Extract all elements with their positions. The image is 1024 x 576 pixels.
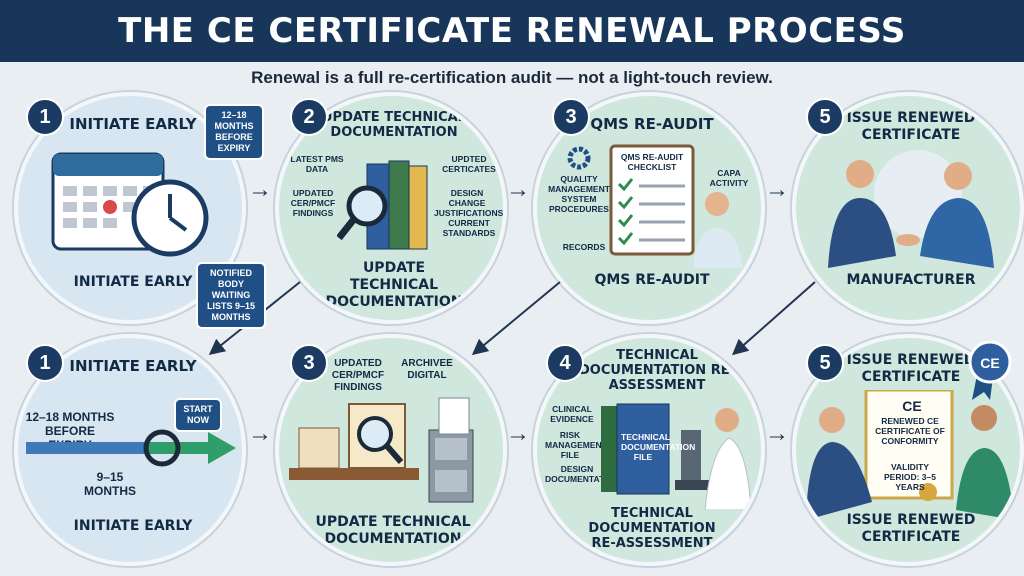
ce-mark: CE <box>902 398 922 414</box>
step-bottom-label: UPDATE TECHNICAL DOCUMENTATION <box>325 260 463 310</box>
qms-label: QUALITY MANAGEMENT SYSTEM PROCEDURES <box>548 174 610 214</box>
doc-label: DESIGN CHANGE JUSTIFICATIONS <box>434 188 504 218</box>
step-bottom-label: MANUFACTURER <box>846 272 976 288</box>
qms-label: RECORDS <box>562 242 606 252</box>
flow-arrow: → <box>765 176 789 203</box>
flow-arrow: → <box>506 420 530 447</box>
subtitle: Renewal is a full re-certification audit… <box>251 68 773 87</box>
certificate-text: RENEWED CE CERTIFICATE OF CONFORMITY <box>875 416 945 446</box>
binders-microscope-icon <box>601 403 751 510</box>
step-title: INITIATE EARLY <box>69 357 197 375</box>
step-title: UPDATE TECHNICAL DOCUMENTATION <box>322 110 466 140</box>
callout-notified-body: NOTIFIED BODY WAITING LISTS 9–15 MONTHS <box>196 262 266 329</box>
step-title: UPDATED CER/PMCF FINDINGS <box>331 358 385 393</box>
binders-icon <box>337 160 428 250</box>
timeline-label: 9–15 MONTHS <box>84 470 136 498</box>
step-number: 3 <box>552 98 590 136</box>
qms-label: CAPA ACTIVITY <box>709 168 749 188</box>
step-title: TECHNICAL DOCUMENTATION RE-ASSESSMENT <box>579 348 735 393</box>
step-title: ISSUE RENEWED CERTIFICATE <box>846 110 976 143</box>
flow-arrow: → <box>248 176 272 203</box>
flow-arrow: → <box>506 176 530 203</box>
certificate-validity: VALIDITY PERIOD: 3–5 YEARS <box>884 462 936 492</box>
page-title: THE CE CERTIFICATE RENEWAL PROCESS <box>118 11 906 51</box>
step-number: 3 <box>290 344 328 382</box>
checklist-title: QMS RE-AUDIT CHECKLIST <box>620 152 684 172</box>
flow-arrow: → <box>765 420 789 447</box>
step-title: QMS RE-AUDIT <box>590 115 714 133</box>
doc-label: LATEST PMS DATA <box>290 154 344 174</box>
step-number: 5 <box>806 344 844 382</box>
doc-label: CURRENT STANDARDS <box>442 218 496 238</box>
flow-arrow: → <box>248 420 272 447</box>
step-title: ISSUE RENEWED CERTIFICATE <box>846 352 976 385</box>
binder-label: TECHNICAL DOCUMENTATION FILE <box>621 432 696 462</box>
step-number: 5 <box>806 98 844 136</box>
step-bottom-label: TECHNICAL DOCUMENTATION RE-ASSESSMENT <box>588 506 716 551</box>
reassessment-label: DESIGN DOCUMENTATION <box>545 464 620 484</box>
gear-icon <box>567 146 591 170</box>
svg-text:CE: CE <box>980 355 999 371</box>
doc-label: UPDATED CER/PMCF FINDINGS <box>290 188 336 218</box>
clock-icon <box>131 179 209 257</box>
certificate-handshake-icon <box>806 390 1014 520</box>
step-number: 2 <box>290 98 328 136</box>
callout-12-18-months: 12–18 MONTHS BEFORE EXPIRY <box>204 104 264 160</box>
reassessment-label: RISK MANAGEMENT FILE <box>545 430 607 460</box>
step-bottom-label: INITIATE EARLY <box>73 274 193 290</box>
start-now-badge: START NOW <box>174 398 222 432</box>
auditor-person-icon <box>693 192 743 268</box>
ce-badge-icon: CE <box>968 340 1012 400</box>
step-bottom-label: QMS RE-AUDIT <box>594 272 710 288</box>
handshake-people-icon <box>828 150 994 268</box>
step-number: 4 <box>546 344 584 382</box>
step-title-2: ARCHIVEE DIGITAL <box>401 358 453 381</box>
step-bottom-label: ISSUE RENEWED CERTIFICATE <box>846 512 976 545</box>
header-banner: THE CE CERTIFICATE RENEWAL PROCESS <box>0 0 1024 62</box>
doc-label: UPDTED CERTICATES <box>442 154 496 174</box>
step-bottom-label: INITIATE EARLY <box>73 518 193 534</box>
timeline-arrow-icon <box>26 429 236 467</box>
archive-documents-icon <box>289 397 474 503</box>
step-bottom-label: UPDATE TECHNICAL DOCUMENTATION <box>315 514 471 547</box>
checklist-icon <box>609 144 695 256</box>
step-number: 1 <box>26 344 64 382</box>
step-number: 1 <box>26 98 64 136</box>
step-title: INITIATE EARLY <box>69 115 197 133</box>
reassessment-label: CLINICAL EVIDENCE <box>550 404 594 424</box>
